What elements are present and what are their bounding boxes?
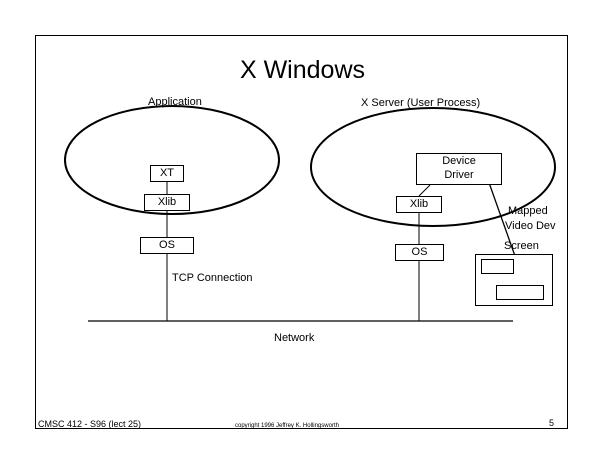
mapped-label-line2: Video Dev	[505, 220, 556, 232]
client-os-box: OS	[140, 237, 194, 254]
network-label: Network	[274, 332, 315, 344]
device-driver-box: Device Driver	[416, 153, 502, 185]
mapped-label-line1: Mapped	[508, 205, 548, 217]
footer-course: CMSC 412 - S96 (lect 25)	[38, 419, 142, 429]
server-xlib-box: Xlib	[396, 196, 442, 213]
footer-page-number: 5	[549, 418, 555, 428]
application-label: Application	[148, 96, 202, 108]
server-os-box: OS	[395, 244, 444, 261]
client-xt-box: XT	[150, 165, 184, 182]
driver-screen-link	[486, 176, 516, 257]
application-ellipse	[64, 105, 280, 215]
tcp-connection-label: TCP Connection	[172, 272, 253, 284]
screen-window-1	[481, 259, 514, 274]
xserver-ellipse	[310, 107, 556, 227]
client-xlib-box: Xlib	[144, 194, 190, 211]
device-driver-label: Device Driver	[442, 155, 476, 181]
page-title: X Windows	[239, 56, 366, 84]
footer-copyright: copyright 1996 Jeffrey K. Hollingsworth	[235, 423, 339, 429]
slide-frame	[35, 35, 568, 429]
screen-label: Screen	[504, 240, 539, 252]
xserver-label: X Server (User Process)	[361, 97, 481, 109]
screen-window-2	[496, 285, 544, 300]
server-xlib-driver-link	[418, 184, 431, 197]
